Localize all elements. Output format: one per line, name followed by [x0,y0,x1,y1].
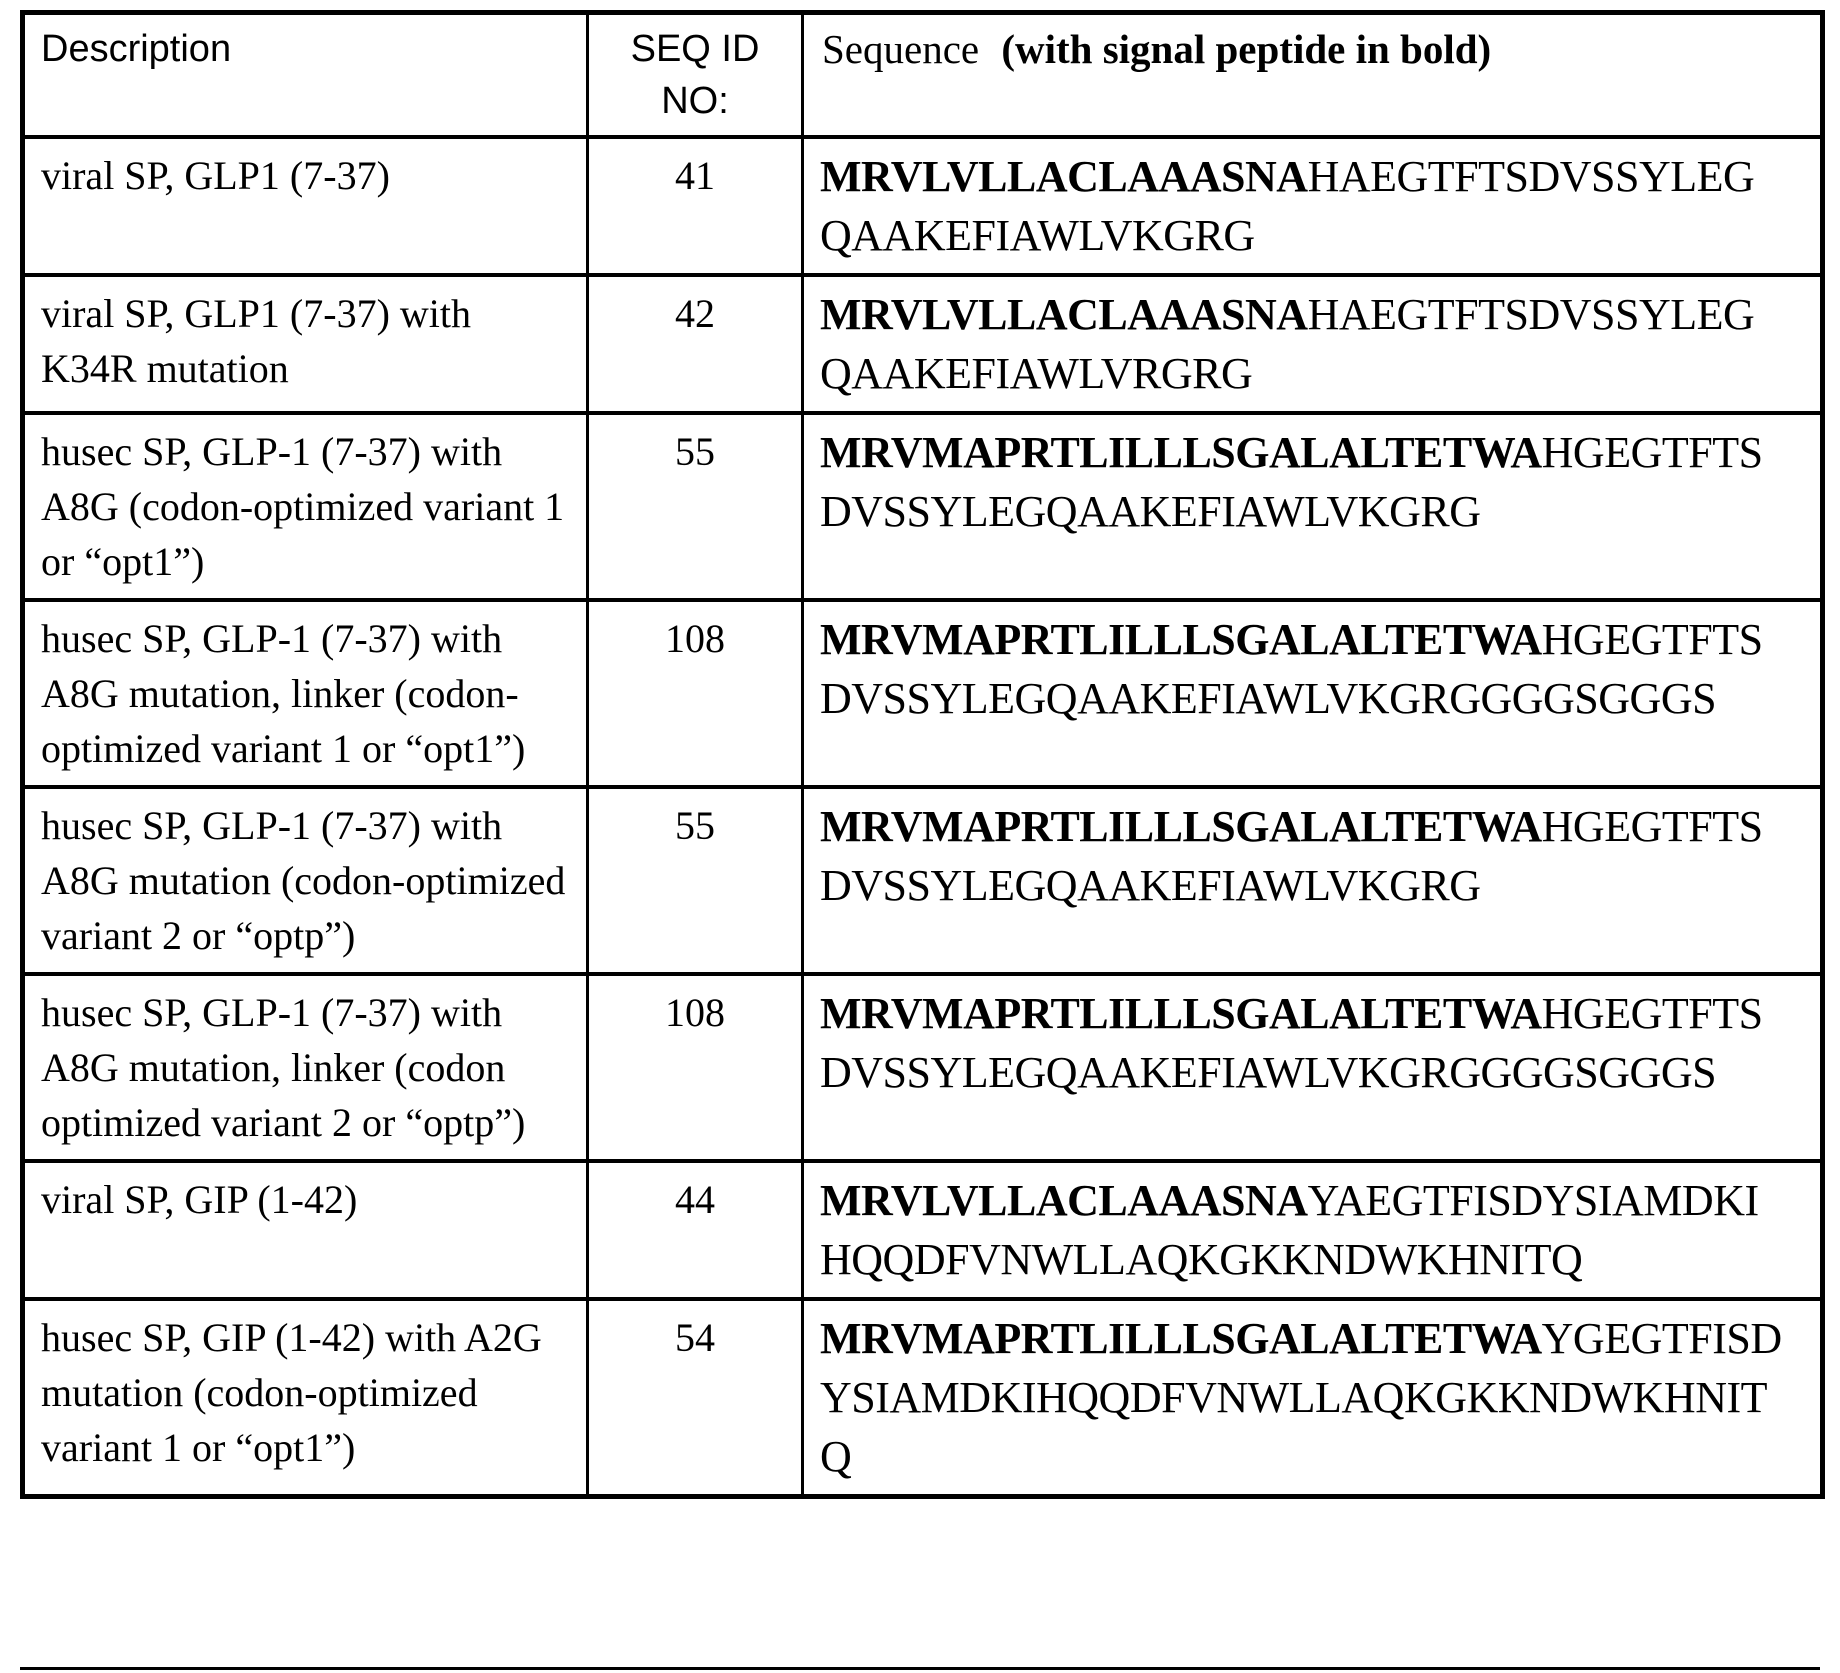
sequence-cell: MRVMAPRTLILLLSGALALTETWAHGEGTFTSDVSSYLEG… [801,598,1824,789]
table-row: husec SP, GLP-1 (7-37) with A8G mutation… [21,785,1824,976]
sequence-cell: MRVMAPRTLILLLSGALALTETWAHGEGTFTSDVSSYLEG… [801,972,1824,1163]
description-cell: husec SP, GLP-1 (7-37) with A8G mutation… [21,598,589,789]
table-row: husec SP, GLP-1 (7-37) with A8G mutation… [21,598,1824,789]
description-cell: husec SP, GIP (1-42) with A2G mutation (… [21,1297,589,1499]
sequence-cell: MRVMAPRTLILLLSGALALTETWAHGEGTFTSDVSSYLEG… [801,785,1824,976]
peptide-segment: HAEGTFTSDVSSYLEGQAAKEFIAWLVKGRG [820,152,1755,260]
header-row: Description SEQ ID NO: Sequence (with si… [21,10,1824,139]
seq-id-cell: 42 [586,273,804,415]
table-row: husec SP, GLP-1 (7-37) with A8G mutation… [21,972,1824,1163]
peptide-segment: HGEGTFTSDVSSYLEGQAAKEFIAWLVKGRG [820,802,1763,910]
header-sequence-note: (with signal peptide in bold) [1001,26,1492,72]
description-cell: viral SP, GLP1 (7-37) [21,135,589,277]
peptide-segment: HGEGTFTSDVSSYLEGQAAKEFIAWLVKGRG [820,428,1763,536]
signal-peptide-segment: MRVMAPRTLILLLSGALALTETWA [820,428,1542,477]
sequence-cell: MRVMAPRTLILLLSGALALTETWAHGEGTFTSDVSSYLEG… [801,411,1824,602]
signal-peptide-segment: MRVMAPRTLILLLSGALALTETWA [820,1314,1542,1363]
table-header: Description SEQ ID NO: Sequence (with si… [21,10,1824,139]
sequence-cell: MRVLVLLACLAAASNAYAEGTFISDYSIAMDKIHQQDFVN… [801,1159,1824,1301]
signal-peptide-segment: MRVLVLLACLAAASNA [820,1176,1308,1225]
seq-id-cell: 108 [586,598,804,789]
signal-peptide-segment: MRVMAPRTLILLLSGALALTETWA [820,615,1542,664]
header-seq-id: SEQ ID NO: [586,10,804,139]
table-row: viral SP, GIP (1-42) 44 MRVLVLLACLAAASNA… [21,1159,1824,1301]
page-bottom-rule [20,1667,1820,1670]
peptide-segment: YGEGTFISDYSIAMDKIHQQDFVNWLLAQKGKKNDWKHNI… [820,1314,1782,1481]
seq-id-cell: 55 [586,785,804,976]
description-cell: husec SP, GLP-1 (7-37) with A8G mutation… [21,785,589,976]
seq-id-cell: 55 [586,411,804,602]
seq-id-cell: 44 [586,1159,804,1301]
peptide-segment: HGEGTFTSDVSSYLEGQAAKEFIAWLVKGRGGGGSGGGS [820,989,1763,1097]
description-cell: viral SP, GLP1 (7-37) with K34R mutation [21,273,589,415]
peptide-segment: YAEGTFISDYSIAMDKIHQQDFVNWLLAQKGKKNDWKHNI… [820,1176,1759,1284]
description-cell: husec SP, GLP-1 (7-37) with A8G mutation… [21,972,589,1163]
sequence-cell: MRVLVLLACLAAASNAHAEGTFTSDVSSYLEGQAAKEFIA… [801,273,1824,415]
peptide-segment: HAEGTFTSDVSSYLEGQAAKEFIAWLVRGRG [820,290,1755,398]
header-sequence-label: Sequence [822,26,980,72]
table-row: husec SP, GIP (1-42) with A2G mutation (… [21,1297,1824,1499]
sequence-table-body: viral SP, GLP1 (7-37) 41 MRVLVLLACLAAASN… [21,135,1824,1499]
seq-id-cell: 41 [586,135,804,277]
header-sequence: Sequence (with signal peptide in bold) [801,10,1824,139]
signal-peptide-segment: MRVLVLLACLAAASNA [820,152,1308,201]
peptide-segment: HGEGTFTSDVSSYLEGQAAKEFIAWLVKGRGGGGSGGGS [820,615,1763,723]
sequence-cell: MRVMAPRTLILLLSGALALTETWAYGEGTFISDYSIAMDK… [801,1297,1824,1499]
signal-peptide-segment: MRVMAPRTLILLLSGALALTETWA [820,802,1542,851]
table-row: viral SP, GLP1 (7-37) 41 MRVLVLLACLAAASN… [21,135,1824,277]
signal-peptide-segment: MRVLVLLACLAAASNA [820,290,1308,339]
header-description: Description [21,10,589,139]
seq-id-cell: 108 [586,972,804,1163]
sequence-table: Description SEQ ID NO: Sequence (with si… [20,10,1825,1499]
seq-id-cell: 54 [586,1297,804,1499]
description-cell: husec SP, GLP-1 (7-37) with A8G (codon-o… [21,411,589,602]
description-cell: viral SP, GIP (1-42) [21,1159,589,1301]
table-row: husec SP, GLP-1 (7-37) with A8G (codon-o… [21,411,1824,602]
table-row: viral SP, GLP1 (7-37) with K34R mutation… [21,273,1824,415]
signal-peptide-segment: MRVMAPRTLILLLSGALALTETWA [820,989,1542,1038]
sequence-cell: MRVLVLLACLAAASNAHAEGTFTSDVSSYLEGQAAKEFIA… [801,135,1824,277]
